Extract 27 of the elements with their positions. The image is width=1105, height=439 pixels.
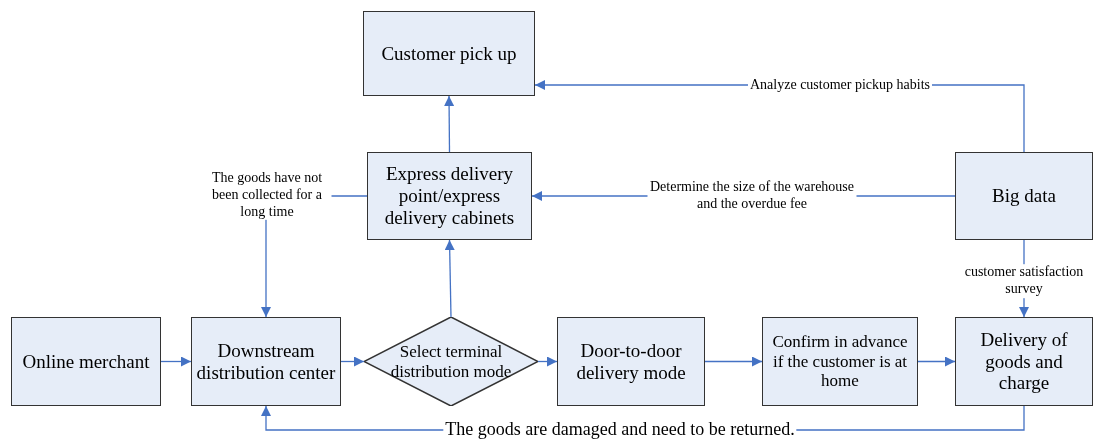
arrow <box>444 95 455 153</box>
process-box <box>955 152 1093 240</box>
node-text: Downstream distribution center <box>195 339 337 384</box>
process-box <box>955 317 1093 406</box>
node-text: Express delivery point/express delivery cabinets <box>383 163 516 229</box>
process-box <box>557 317 705 406</box>
node-text: Delivery of goods and charge <box>979 328 1069 395</box>
process-box <box>762 317 918 406</box>
process-box <box>11 317 161 406</box>
node-text: Online merchant <box>21 350 151 373</box>
arrow <box>340 356 365 367</box>
arrow <box>537 356 558 367</box>
process-box <box>367 152 532 240</box>
arrow <box>444 239 455 318</box>
process-box <box>191 317 341 406</box>
node-text: Confirm in advance if the customer is at home <box>771 332 909 391</box>
process-box <box>363 11 535 96</box>
node-text: Customer pick up <box>380 42 518 65</box>
arrow <box>160 356 192 367</box>
node-text: Select terminal distribution mode <box>389 341 513 382</box>
arrow <box>704 356 763 367</box>
arrow <box>917 356 956 367</box>
node-text: Big data <box>991 185 1057 207</box>
node-text: Door-to-door delivery mode <box>575 339 687 384</box>
edge-label: Analyze customer pickup habits <box>748 76 932 94</box>
decision-diamond <box>364 317 538 406</box>
edge-label: The goods are damaged and need to be returned. <box>443 419 797 439</box>
